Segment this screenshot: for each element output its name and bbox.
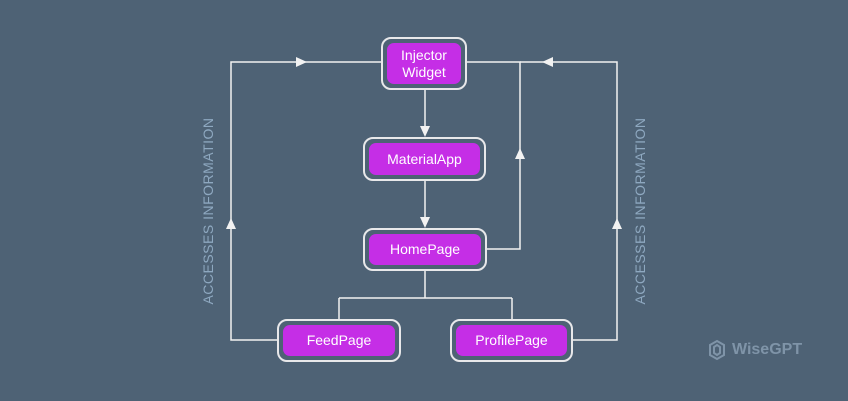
arrow-up-left-loop — [226, 218, 236, 229]
node-home-page: HomePage — [363, 228, 487, 271]
node-injector-label: Injector Widget — [387, 43, 461, 84]
arrow-down-home — [420, 217, 430, 228]
arrow-down-material — [420, 126, 430, 137]
node-material-app: MaterialApp — [363, 137, 486, 181]
arrow-up-right-loop — [612, 218, 622, 229]
arrow-left-top — [542, 57, 553, 67]
arrow-right-top — [296, 57, 307, 67]
side-label-right: ACCESSES INFORMATION — [632, 117, 648, 305]
wisegpt-logo-icon — [709, 339, 725, 361]
brand-watermark: WiseGPT — [706, 339, 802, 361]
edge-profile-injector — [520, 61, 618, 341]
node-injector-widget: Injector Widget — [381, 37, 467, 90]
node-profile-page: ProfilePage — [450, 319, 573, 362]
node-feed-page: FeedPage — [277, 319, 401, 362]
arrow-up-home-loop — [515, 148, 525, 159]
node-profile-label: ProfilePage — [456, 325, 567, 356]
brand-name: WiseGPT — [732, 341, 803, 358]
node-material-label: MaterialApp — [369, 143, 480, 175]
node-home-label: HomePage — [369, 234, 481, 265]
node-feed-label: FeedPage — [283, 325, 395, 356]
side-label-left: ACCESSES INFORMATION — [200, 117, 216, 305]
